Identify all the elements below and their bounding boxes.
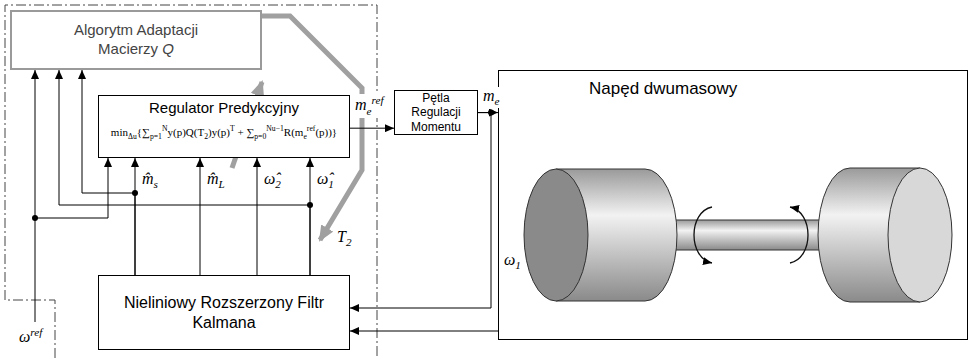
text-run: ref	[30, 326, 42, 338]
text-run: s	[154, 178, 158, 190]
signal-arrow	[200, 158, 201, 275]
text-run: {∑	[137, 126, 150, 138]
text-run: ω	[19, 328, 30, 345]
text-run: T	[337, 228, 346, 245]
text-run: 2	[346, 236, 352, 248]
signal-label: ω̂2	[263, 170, 282, 191]
rotation-arrow	[790, 207, 808, 263]
text-run: + ∑	[235, 126, 255, 138]
signal-arrow	[59, 70, 310, 275]
text-run: ref	[307, 124, 316, 133]
text-run: Nu−1	[266, 124, 284, 133]
text-run: y(p)Q(T	[167, 126, 204, 138]
text-run: p=1	[150, 132, 162, 141]
junction-dot	[132, 190, 138, 196]
text-run: Algorytm Adaptacji Macierzy	[74, 21, 198, 57]
text-run: ω̂	[264, 170, 275, 187]
text-run: R(m	[284, 126, 304, 138]
text-run: 2	[204, 132, 208, 141]
text-run: ref	[372, 94, 384, 106]
text-run: m̂	[207, 170, 219, 187]
text-run: Napęd dwumasowy	[589, 79, 737, 98]
estimator-block: Nieliniowy Rozszerzony Filtr Kalmana	[98, 275, 350, 350]
signal-arrow	[257, 158, 258, 275]
junction-dot	[32, 215, 38, 221]
text-run: Regulator Predykcyjny	[149, 99, 299, 116]
controller-frame	[5, 5, 377, 358]
text-run: T	[230, 124, 235, 133]
signal-label: ω1	[503, 251, 522, 272]
signal-arrow	[350, 113, 491, 308]
text-run: e	[303, 132, 306, 141]
signal-label: ωref	[18, 326, 43, 347]
text-run: e	[367, 105, 372, 117]
junction-dot	[307, 202, 313, 208]
node-title: Regulator Predykcyjny	[149, 99, 299, 117]
reference-wire	[35, 158, 108, 218]
motor-face	[524, 169, 588, 301]
junction-dot	[488, 110, 494, 116]
text-run: p=0	[254, 132, 266, 141]
signal-label: m̂s	[141, 170, 159, 191]
text-run: Nieliniowy Rozszerzony Filtr Kalmana	[124, 294, 324, 331]
controller-block: Regulator Predykcyjny minΔu{∑p=1Ny(p)Q(T2…	[98, 95, 350, 158]
text-run: 2	[275, 178, 281, 190]
reference-wire	[35, 70, 36, 322]
text-run: L	[219, 178, 225, 190]
load-face	[888, 168, 952, 302]
text-run: 1	[515, 259, 521, 271]
signal-arrow	[350, 331, 498, 332]
rotation-arrow	[694, 207, 712, 263]
text-run: m̂	[142, 170, 154, 187]
text-run: ω	[504, 251, 515, 268]
node-title: Pętla Regulacji Momentu	[398, 91, 474, 134]
text-run: m	[355, 97, 367, 114]
node-title: Napęd dwumasowy	[589, 79, 737, 99]
text-run: Pętla Regulacji Momentu	[411, 91, 461, 134]
torque-loop-block: Pętla Regulacji Momentu	[394, 90, 478, 135]
adaptation-block: Algorytm Adaptacji Macierzy Q	[10, 10, 262, 70]
text-run: Δu	[128, 132, 137, 141]
node-title: Algorytm Adaptacji Macierzy Q	[56, 21, 216, 59]
signal-label: meref	[354, 94, 385, 117]
text-run: )y(p)	[208, 126, 230, 138]
drive-panel: Napęd dwumasowy	[498, 70, 968, 340]
text-run: ω̂	[317, 170, 328, 187]
text-run: N	[162, 124, 168, 133]
signal-arrow	[350, 128, 394, 129]
signal-label: m̂L	[206, 170, 226, 191]
text-run: Q	[162, 40, 174, 57]
text-run: min	[111, 126, 128, 138]
signal-label: ω̂1	[316, 170, 335, 191]
formula: minΔu{∑p=1Ny(p)Q(T2)y(p)T + ∑p=0Nu−1R(me…	[111, 124, 337, 142]
text-run: 1	[328, 178, 334, 190]
text-run: (p))}	[315, 126, 337, 138]
signal-label: T2	[336, 228, 353, 249]
text-run: m	[483, 87, 495, 104]
node-title: Nieliniowy Rozszerzony Filtr Kalmana	[119, 293, 329, 333]
